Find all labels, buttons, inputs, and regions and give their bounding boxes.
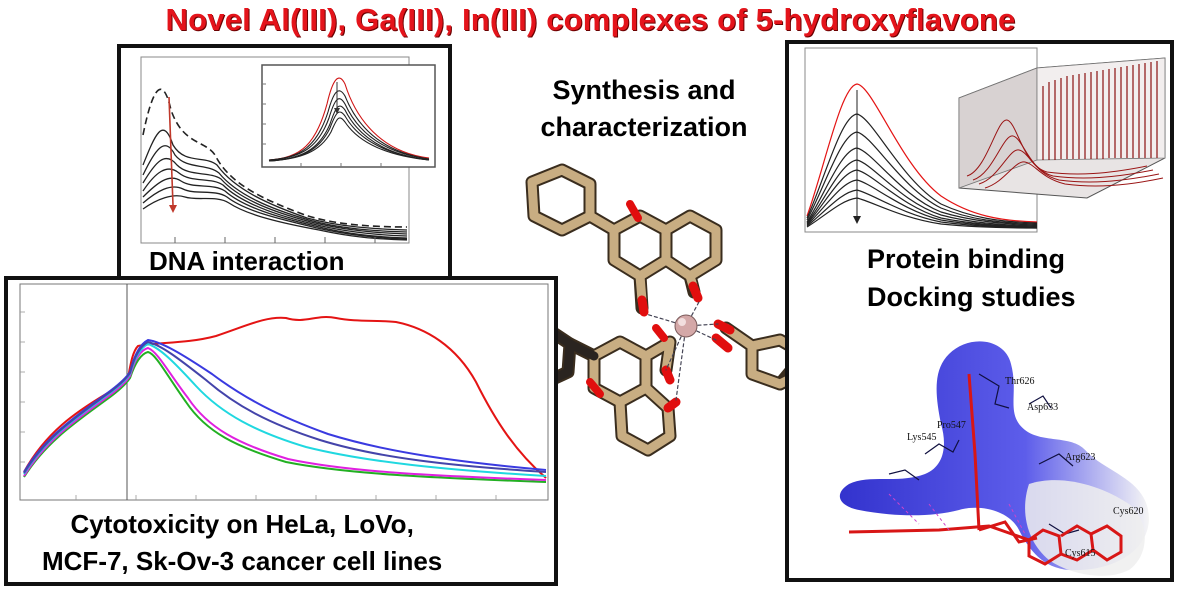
dna-emission-inset-plot bbox=[261, 64, 436, 168]
residue-cys620: Cys620 bbox=[1113, 506, 1144, 517]
cytotoxicity-plot bbox=[19, 283, 549, 501]
synthesis-line2: characterization bbox=[540, 112, 748, 142]
metal-center bbox=[674, 314, 698, 338]
docking-pose-visual: Thr626 Asp633 Pro547 Lys545 Arg623 Cys62… bbox=[839, 341, 1149, 576]
synthesis-caption: Synthesis and characterization bbox=[512, 72, 776, 146]
cytotoxicity-caption: Cytotoxicity on HeLa, LoVo, MCF-7, Sk-Ov… bbox=[42, 506, 442, 580]
residue-asp633: Asp633 bbox=[1027, 402, 1058, 413]
residue-arg623: Arg623 bbox=[1065, 452, 1095, 463]
dna-interaction-caption: DNA interaction bbox=[149, 246, 345, 276]
protein-caption: Protein binding Docking studies bbox=[867, 240, 1076, 316]
protein-line1: Protein binding bbox=[867, 244, 1065, 274]
protein-line2: Docking studies bbox=[867, 282, 1076, 312]
residue-lys545: Lys545 bbox=[907, 432, 936, 443]
protein-3d-spectra-inset bbox=[958, 57, 1166, 199]
dna-interaction-panel: DNA interaction bbox=[117, 44, 452, 281]
cytotoxicity-panel: Cytotoxicity on HeLa, LoVo, MCF-7, Sk-Ov… bbox=[4, 276, 558, 586]
figure-title: Novel Al(III), Ga(III), In(III) complexe… bbox=[165, 2, 1016, 37]
residue-pro547: Pro547 bbox=[937, 420, 966, 431]
cytotoxicity-line2: MCF-7, Sk-Ov-3 cancer cell lines bbox=[42, 546, 443, 576]
synthesis-line1: Synthesis and bbox=[552, 75, 736, 105]
cytotoxicity-line1: Cytotoxicity on HeLa, LoVo, bbox=[70, 509, 414, 539]
residue-thr626: Thr626 bbox=[1005, 376, 1034, 387]
protein-binding-panel: Protein binding Docking studies Thr626 bbox=[785, 40, 1174, 582]
residue-cys615: Cys615 bbox=[1065, 548, 1096, 559]
